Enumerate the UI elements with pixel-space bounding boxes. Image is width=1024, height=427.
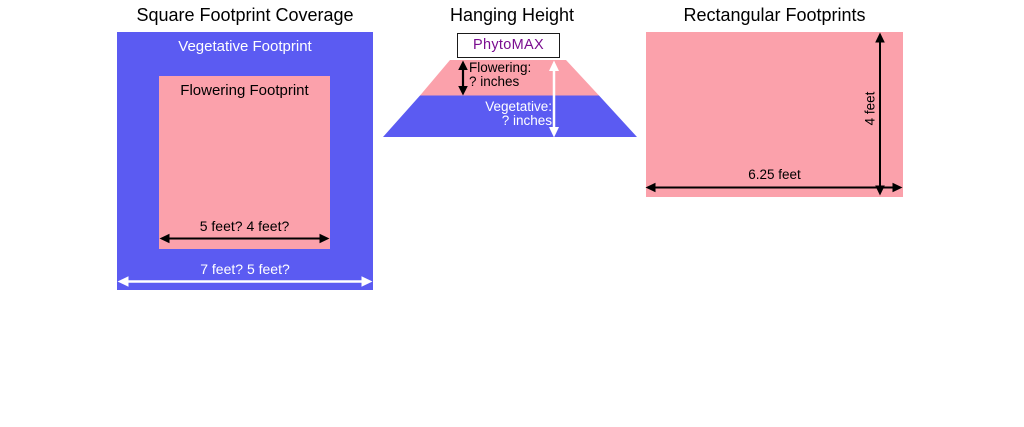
rect-width-arrow bbox=[645, 182, 903, 193]
rect-width-dimension-label: 6.25 feet bbox=[748, 167, 801, 182]
phytomax-brand-label: PhytoMAX bbox=[473, 37, 544, 53]
vegetative-spread-zone bbox=[383, 95, 637, 137]
arrow-head-right bbox=[361, 276, 373, 287]
flowering-footprint-label: Flowering Footprint bbox=[180, 82, 309, 99]
vegetative-height-value: ? inches bbox=[501, 112, 552, 128]
rect-height-arrow bbox=[875, 32, 885, 196]
phytomax-light-fixture: PhytoMAX bbox=[457, 33, 560, 58]
arrow-head-bottom bbox=[458, 86, 468, 96]
arrow-head-right bbox=[319, 233, 330, 244]
arrow-head-left bbox=[117, 276, 129, 287]
rectangular-footprint-rect bbox=[646, 32, 903, 197]
flowering-height-arrow bbox=[458, 60, 468, 96]
arrow-head-top bbox=[458, 60, 468, 70]
flowering-height-label: Flowering: bbox=[469, 60, 532, 75]
flowering-width-dimension-label: 5 feet? 4 feet? bbox=[199, 218, 290, 234]
vegetative-height-note: Vegetative: ? inches bbox=[462, 100, 552, 127]
hanging-height-title: Hanging Height bbox=[449, 5, 575, 25]
vegetative-width-arrow bbox=[117, 276, 373, 287]
arrow-head-bottom bbox=[875, 185, 885, 196]
arrow-head-left bbox=[645, 182, 656, 193]
square-coverage-title: Square Footprint Coverage bbox=[136, 5, 354, 25]
arrow-head-top bbox=[549, 60, 559, 71]
arrow-head-bottom bbox=[549, 127, 559, 138]
vegetative-footprint-square: Vegetative Footprint Flowering Footprint… bbox=[117, 32, 373, 290]
vegetative-width-dimension-label: 7 feet? 5 feet? bbox=[200, 261, 290, 277]
vegetative-height-arrow bbox=[549, 60, 559, 138]
rectangular-footprints-title: Rectangular Footprints bbox=[683, 5, 866, 25]
flowering-height-note: Flowering: ? inches bbox=[469, 61, 549, 88]
arrow-head-right bbox=[892, 182, 903, 193]
flowering-width-arrow bbox=[159, 233, 330, 244]
arrow-head-left bbox=[159, 233, 170, 244]
arrow-head-top bbox=[875, 32, 885, 43]
vegetative-footprint-label: Vegetative Footprint bbox=[178, 38, 312, 55]
flowering-height-value: ? inches bbox=[469, 73, 520, 89]
vegetative-height-label: Vegetative: bbox=[485, 99, 552, 114]
flowering-footprint-square: Flowering Footprint 5 feet? 4 feet? bbox=[159, 76, 330, 249]
